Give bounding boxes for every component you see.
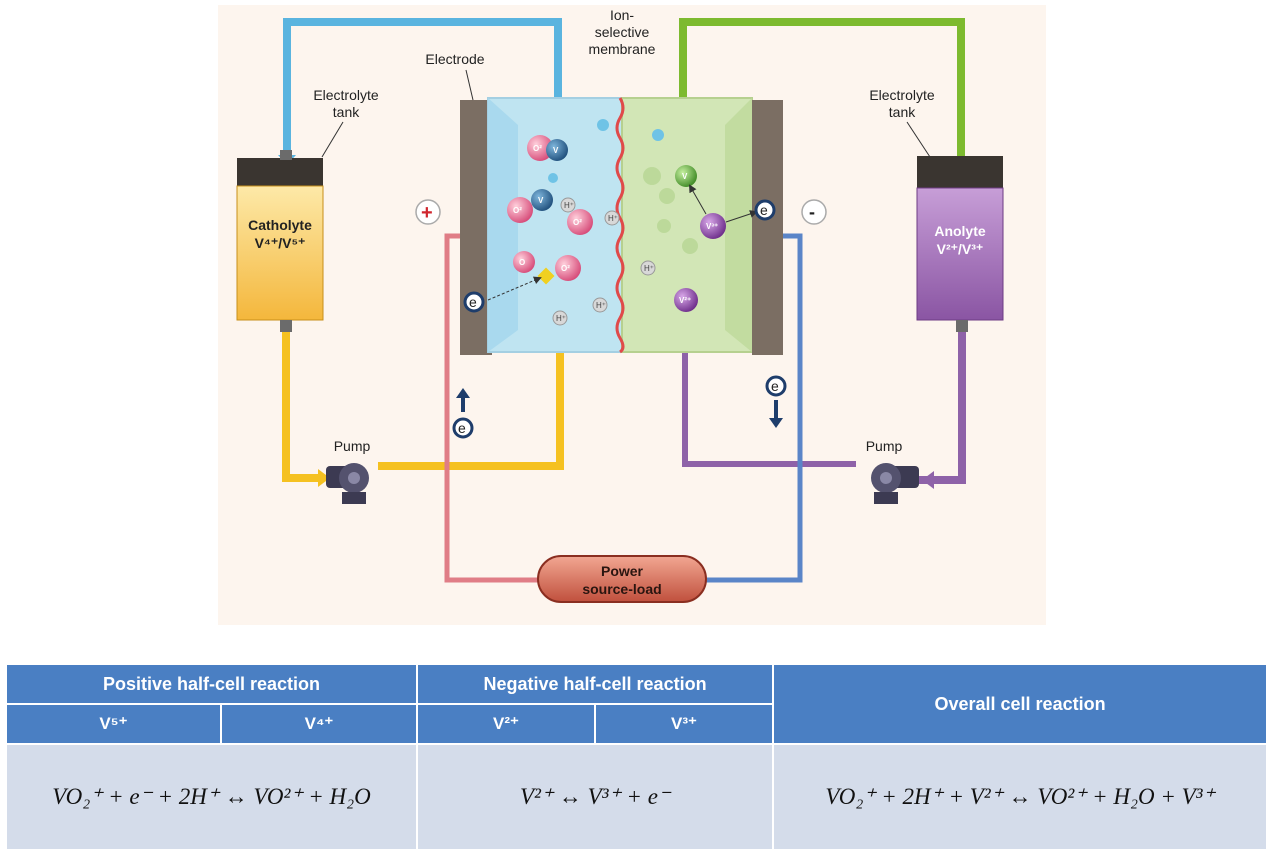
negative-header: Negative half-cell reaction: [416, 663, 775, 705]
cathode-return-pipe: [283, 18, 562, 165]
electron-up-icon: e: [452, 388, 474, 439]
svg-text:V²⁺: V²⁺: [679, 296, 691, 305]
pump-right-icon: [871, 463, 919, 504]
catholyte-pump-outlet: [378, 330, 564, 470]
electrolyte-tank-left-label: Electrolyte: [313, 87, 379, 103]
positive-terminal-icon: +: [415, 199, 441, 225]
catholyte-pipe: [282, 330, 322, 482]
svg-text:H⁺: H⁺: [644, 264, 654, 273]
anode-return-pipe: [679, 18, 965, 170]
svg-text:Anolyte: Anolyte: [934, 223, 986, 239]
cell: [460, 97, 783, 355]
svg-text:V⁴⁺/V⁵⁺: V⁴⁺/V⁵⁺: [255, 235, 306, 251]
species-header: V³⁺: [594, 703, 775, 745]
pump-right-label: Pump: [866, 438, 903, 454]
svg-text:+: +: [421, 202, 433, 224]
negative-equation: V²⁺ ↔ V³⁺ + e⁻: [416, 743, 775, 851]
species-header: V⁵⁺: [5, 703, 222, 745]
svg-text:H⁺: H⁺: [556, 314, 566, 323]
positive-equation: VO₂⁺ + e⁻ + 2H⁺ ↔ VO²⁺ + H₂O: [4, 743, 419, 851]
svg-text:V³⁺: V³⁺: [706, 222, 718, 231]
pump-left-label: Pump: [334, 438, 371, 454]
svg-text:O²: O²: [533, 144, 542, 153]
membrane-label: Ion-: [610, 7, 634, 23]
pump-left-icon: [326, 463, 369, 504]
svg-text:H⁺: H⁺: [596, 301, 606, 310]
svg-text:e: e: [458, 420, 466, 436]
electrolyte-tank-left-label: tank: [333, 104, 360, 120]
electron-icon: e: [754, 199, 776, 221]
ion-selective-membrane: [615, 97, 625, 354]
electrolyte-tank-right-label: Electrolyte: [869, 87, 935, 103]
overall-header: Overall cell reaction: [772, 663, 1269, 745]
svg-text:O²: O²: [561, 264, 570, 273]
svg-text:V: V: [538, 196, 544, 205]
svg-text:H⁺: H⁺: [608, 214, 618, 223]
svg-text:O²: O²: [573, 218, 582, 227]
svg-text:-: -: [809, 202, 815, 222]
svg-text:e: e: [469, 294, 477, 310]
svg-text:Catholyte: Catholyte: [248, 217, 312, 233]
electrode-label: Electrode: [425, 51, 484, 67]
catholyte-tank: Catholyte V⁴⁺/V⁵⁺: [236, 150, 324, 332]
svg-text:e: e: [760, 202, 768, 218]
svg-text:source-load: source-load: [582, 581, 661, 597]
negative-terminal-icon: -: [801, 199, 827, 225]
svg-text:O: O: [519, 258, 525, 267]
svg-text:Power: Power: [601, 563, 644, 579]
vanadium-redox-flow-battery-diagram: O² V O² V O² O O² H⁺ H⁺ H⁺ H⁺ H⁺ V V³⁺ V…: [218, 5, 1046, 625]
svg-text:H⁺: H⁺: [564, 201, 574, 210]
negative-wire: [705, 233, 803, 583]
reaction-table: Positive half-cell reaction Negative hal…: [4, 663, 1269, 851]
svg-text:V: V: [682, 172, 688, 181]
overall-equation: VO₂⁺ + 2H⁺ + V²⁺ ↔ VO²⁺ + H₂O + V³⁺: [772, 743, 1269, 851]
species-header: V⁴⁺: [219, 703, 419, 745]
membrane-label: membrane: [589, 41, 656, 57]
membrane-label: selective: [595, 24, 650, 40]
ion-particles: O² V O² V O² O O² H⁺ H⁺ H⁺ H⁺ H⁺ V V³⁺ V…: [487, 119, 758, 326]
anolyte-tank: Anolyte V²⁺/V³⁺: [916, 156, 1004, 332]
species-header: V²⁺: [416, 703, 597, 745]
svg-text:e: e: [771, 378, 779, 394]
electrolyte-tank-right-label: tank: [889, 104, 916, 120]
svg-text:V: V: [553, 146, 559, 155]
positive-wire: [444, 233, 545, 583]
positive-header: Positive half-cell reaction: [4, 663, 419, 705]
power-source-load: Power source-load: [537, 555, 707, 603]
electron-down-icon: e: [765, 375, 787, 428]
svg-text:V²⁺/V³⁺: V²⁺/V³⁺: [937, 241, 984, 257]
svg-text:O²: O²: [513, 206, 522, 215]
electron-icon: e: [463, 291, 485, 313]
